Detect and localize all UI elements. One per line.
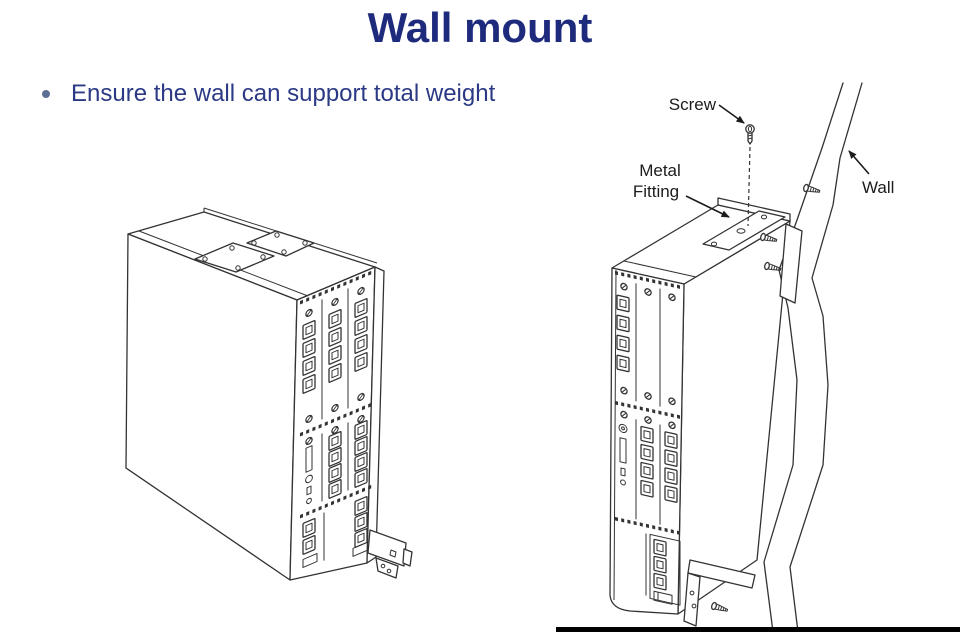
figure-bottom-bar — [556, 627, 960, 632]
bottom-bracket — [367, 529, 413, 579]
wall-band — [763, 82, 863, 632]
wall-mounted-unit-figure: Screw Metal Fitting Wall — [609, 82, 894, 632]
ports-panel-mounted — [615, 270, 681, 606]
bullet-text: Ensure the wall can support total weight — [71, 80, 496, 107]
top-fitting-plates — [194, 230, 315, 273]
bullet-marker — [42, 90, 50, 98]
bottom-bracket-mounted — [683, 559, 756, 627]
page-title: Wall mount — [367, 4, 593, 51]
cabinet-body — [125, 207, 385, 581]
wall-arrow — [848, 150, 870, 175]
screw-icon — [745, 124, 755, 227]
cabinet-body-mounted — [609, 197, 791, 615]
ports-panel — [300, 270, 372, 569]
metal-fitting-label-line1: Metal — [639, 161, 681, 180]
bullet-item: Ensure the wall can support total weight — [42, 80, 495, 108]
screw-label: Screw — [669, 95, 717, 114]
metal-fitting-label-line2: Fitting — [633, 182, 679, 201]
screw-arrow — [718, 104, 745, 124]
metal-fitting — [702, 210, 803, 304]
callouts: Screw Metal Fitting Wall — [633, 95, 894, 218]
standalone-unit-figure — [125, 207, 413, 581]
wall-label: Wall — [862, 178, 894, 197]
metal-fitting-arrow — [685, 195, 730, 218]
